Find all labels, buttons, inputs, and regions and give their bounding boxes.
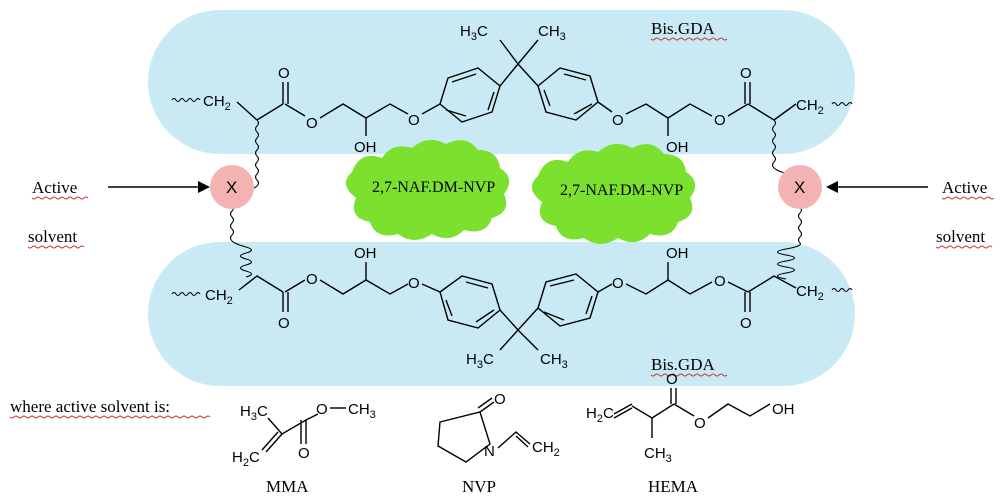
arrow-left-line2: solvent — [28, 227, 77, 246]
top-left-ester-o: O — [306, 115, 318, 132]
bottom-right-ch2: CH2 — [796, 283, 824, 303]
arrow-left-line1: Active — [32, 178, 77, 197]
top-band-label: Bis.GDA — [651, 19, 715, 38]
cloud-left: 2,7-NAF.DM-NVP — [345, 139, 510, 240]
arrow-right-line2: solvent — [936, 227, 985, 246]
bottom-left-ether-o: O — [408, 275, 420, 292]
bottom-methyl-left: H3C — [466, 351, 494, 371]
bottom-right-oh: OH — [666, 245, 689, 262]
top-right-ester-o: O — [714, 112, 726, 129]
nvp-o: O — [494, 391, 506, 408]
top-left-oh: OH — [354, 139, 377, 156]
top-right-ether-o: O — [612, 112, 624, 129]
crosslink-left-node — [210, 165, 254, 209]
crosslink-left-x: X — [226, 178, 237, 197]
mma-ch3: CH3 — [348, 401, 376, 421]
hema-o-ester: O — [694, 415, 706, 432]
legend-nvp: NVP — [462, 477, 496, 496]
mma-h2c: H2C — [232, 449, 260, 469]
mma-structure: H3C O CH3 O H2C MMA — [232, 401, 376, 496]
crosslink-left: X — [210, 119, 260, 278]
arrow-right-line1: Active — [942, 178, 987, 197]
bottom-band-label: Bis.GDA — [651, 355, 715, 374]
cloud-right: 2,7-NAF.DM-NVP — [531, 143, 696, 244]
top-band-label-underline — [650, 37, 728, 41]
top-right-ch2: CH2 — [796, 97, 824, 117]
crosslink-right-node — [778, 165, 822, 209]
legend-mma: MMA — [266, 477, 309, 496]
mma-h3c: H3C — [240, 403, 268, 423]
bottom-left-carbonyl-o: O — [278, 315, 290, 332]
bottom-band-label-underline — [650, 373, 728, 377]
nvp-n: N — [484, 443, 495, 460]
cloud-right-label: 2,7-NAF.DM-NVP — [560, 182, 683, 199]
bottom-right-ester-o: O — [714, 273, 726, 290]
arrow-left-head — [198, 181, 210, 193]
arrow-right-group: Active solvent — [826, 178, 995, 249]
top-right-oh: OH — [666, 139, 689, 156]
bottom-methyl-right: CH3 — [540, 351, 568, 371]
bottom-right-carbonyl-o: O — [740, 315, 752, 332]
legend-hema: HEMA — [648, 477, 699, 496]
top-band — [148, 10, 855, 154]
legend-caption: where active solvent is: — [10, 397, 170, 416]
arrow-left-group: Active solvent — [27, 178, 210, 249]
nvp-structure: O N CH2 NVP — [437, 391, 560, 496]
bottom-right-ether-o: O — [612, 275, 624, 292]
hema-ch3: CH3 — [644, 445, 672, 465]
top-left-ether-o: O — [408, 112, 420, 129]
bottom-chain: CH2 O O OH O H3C CH3 O OH O O CH2 — [171, 245, 853, 371]
hema-structure: H2C CH3 O O OH HEMA — [586, 371, 795, 496]
top-chain: CH2 O O OH O H3C CH3 O OH O O CH2 — [171, 23, 853, 156]
top-methyl-left: H3C — [460, 23, 488, 43]
hema-o-carbonyl: O — [666, 371, 678, 388]
top-left-carbonyl-o: O — [278, 65, 290, 82]
mma-o-ester: O — [316, 401, 328, 418]
bottom-left-ch2: CH2 — [205, 287, 233, 307]
mma-o-carbonyl: O — [298, 445, 310, 462]
bottom-left-oh: OH — [354, 245, 377, 262]
bottom-left-ester-o: O — [306, 271, 318, 288]
arrow-right-head — [826, 181, 838, 193]
hema-h2c: H2C — [586, 405, 614, 425]
top-right-carbonyl-o: O — [740, 65, 752, 82]
crosslink-right: X — [771, 119, 822, 280]
cloud-left-label: 2,7-NAF.DM-NVP — [372, 179, 495, 196]
top-methyl-right: CH3 — [538, 23, 566, 43]
top-left-ch2: CH2 — [203, 93, 231, 113]
hema-oh: OH — [772, 401, 795, 418]
nvp-ch2: CH2 — [532, 439, 560, 459]
bottom-band — [148, 242, 855, 386]
crosslink-right-x: X — [794, 178, 805, 197]
